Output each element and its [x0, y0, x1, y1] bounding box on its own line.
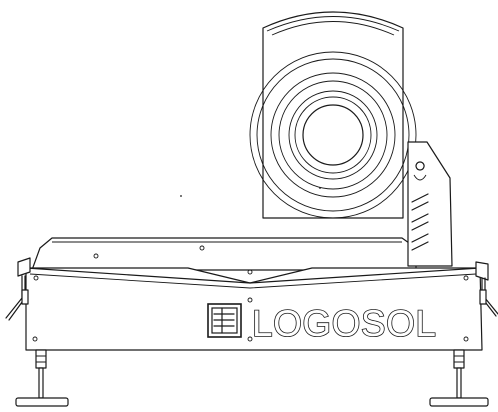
- brand-logo: LOGOSOL: [207, 302, 437, 345]
- rear-tray: [31, 237, 417, 271]
- left-foot: [15, 349, 69, 407]
- target-rings: [249, 51, 417, 219]
- logosol-mark-icon: [207, 303, 242, 338]
- brand-name: LOGOSOL: [252, 303, 436, 344]
- target-board: [249, 11, 417, 219]
- right-latch: [475, 261, 498, 317]
- stray-mark: [180, 195, 182, 197]
- support-bracket: [407, 141, 453, 267]
- left-latch: [5, 257, 31, 321]
- base-box: [25, 267, 483, 351]
- right-foot: [429, 349, 489, 407]
- target-dot: [319, 187, 321, 189]
